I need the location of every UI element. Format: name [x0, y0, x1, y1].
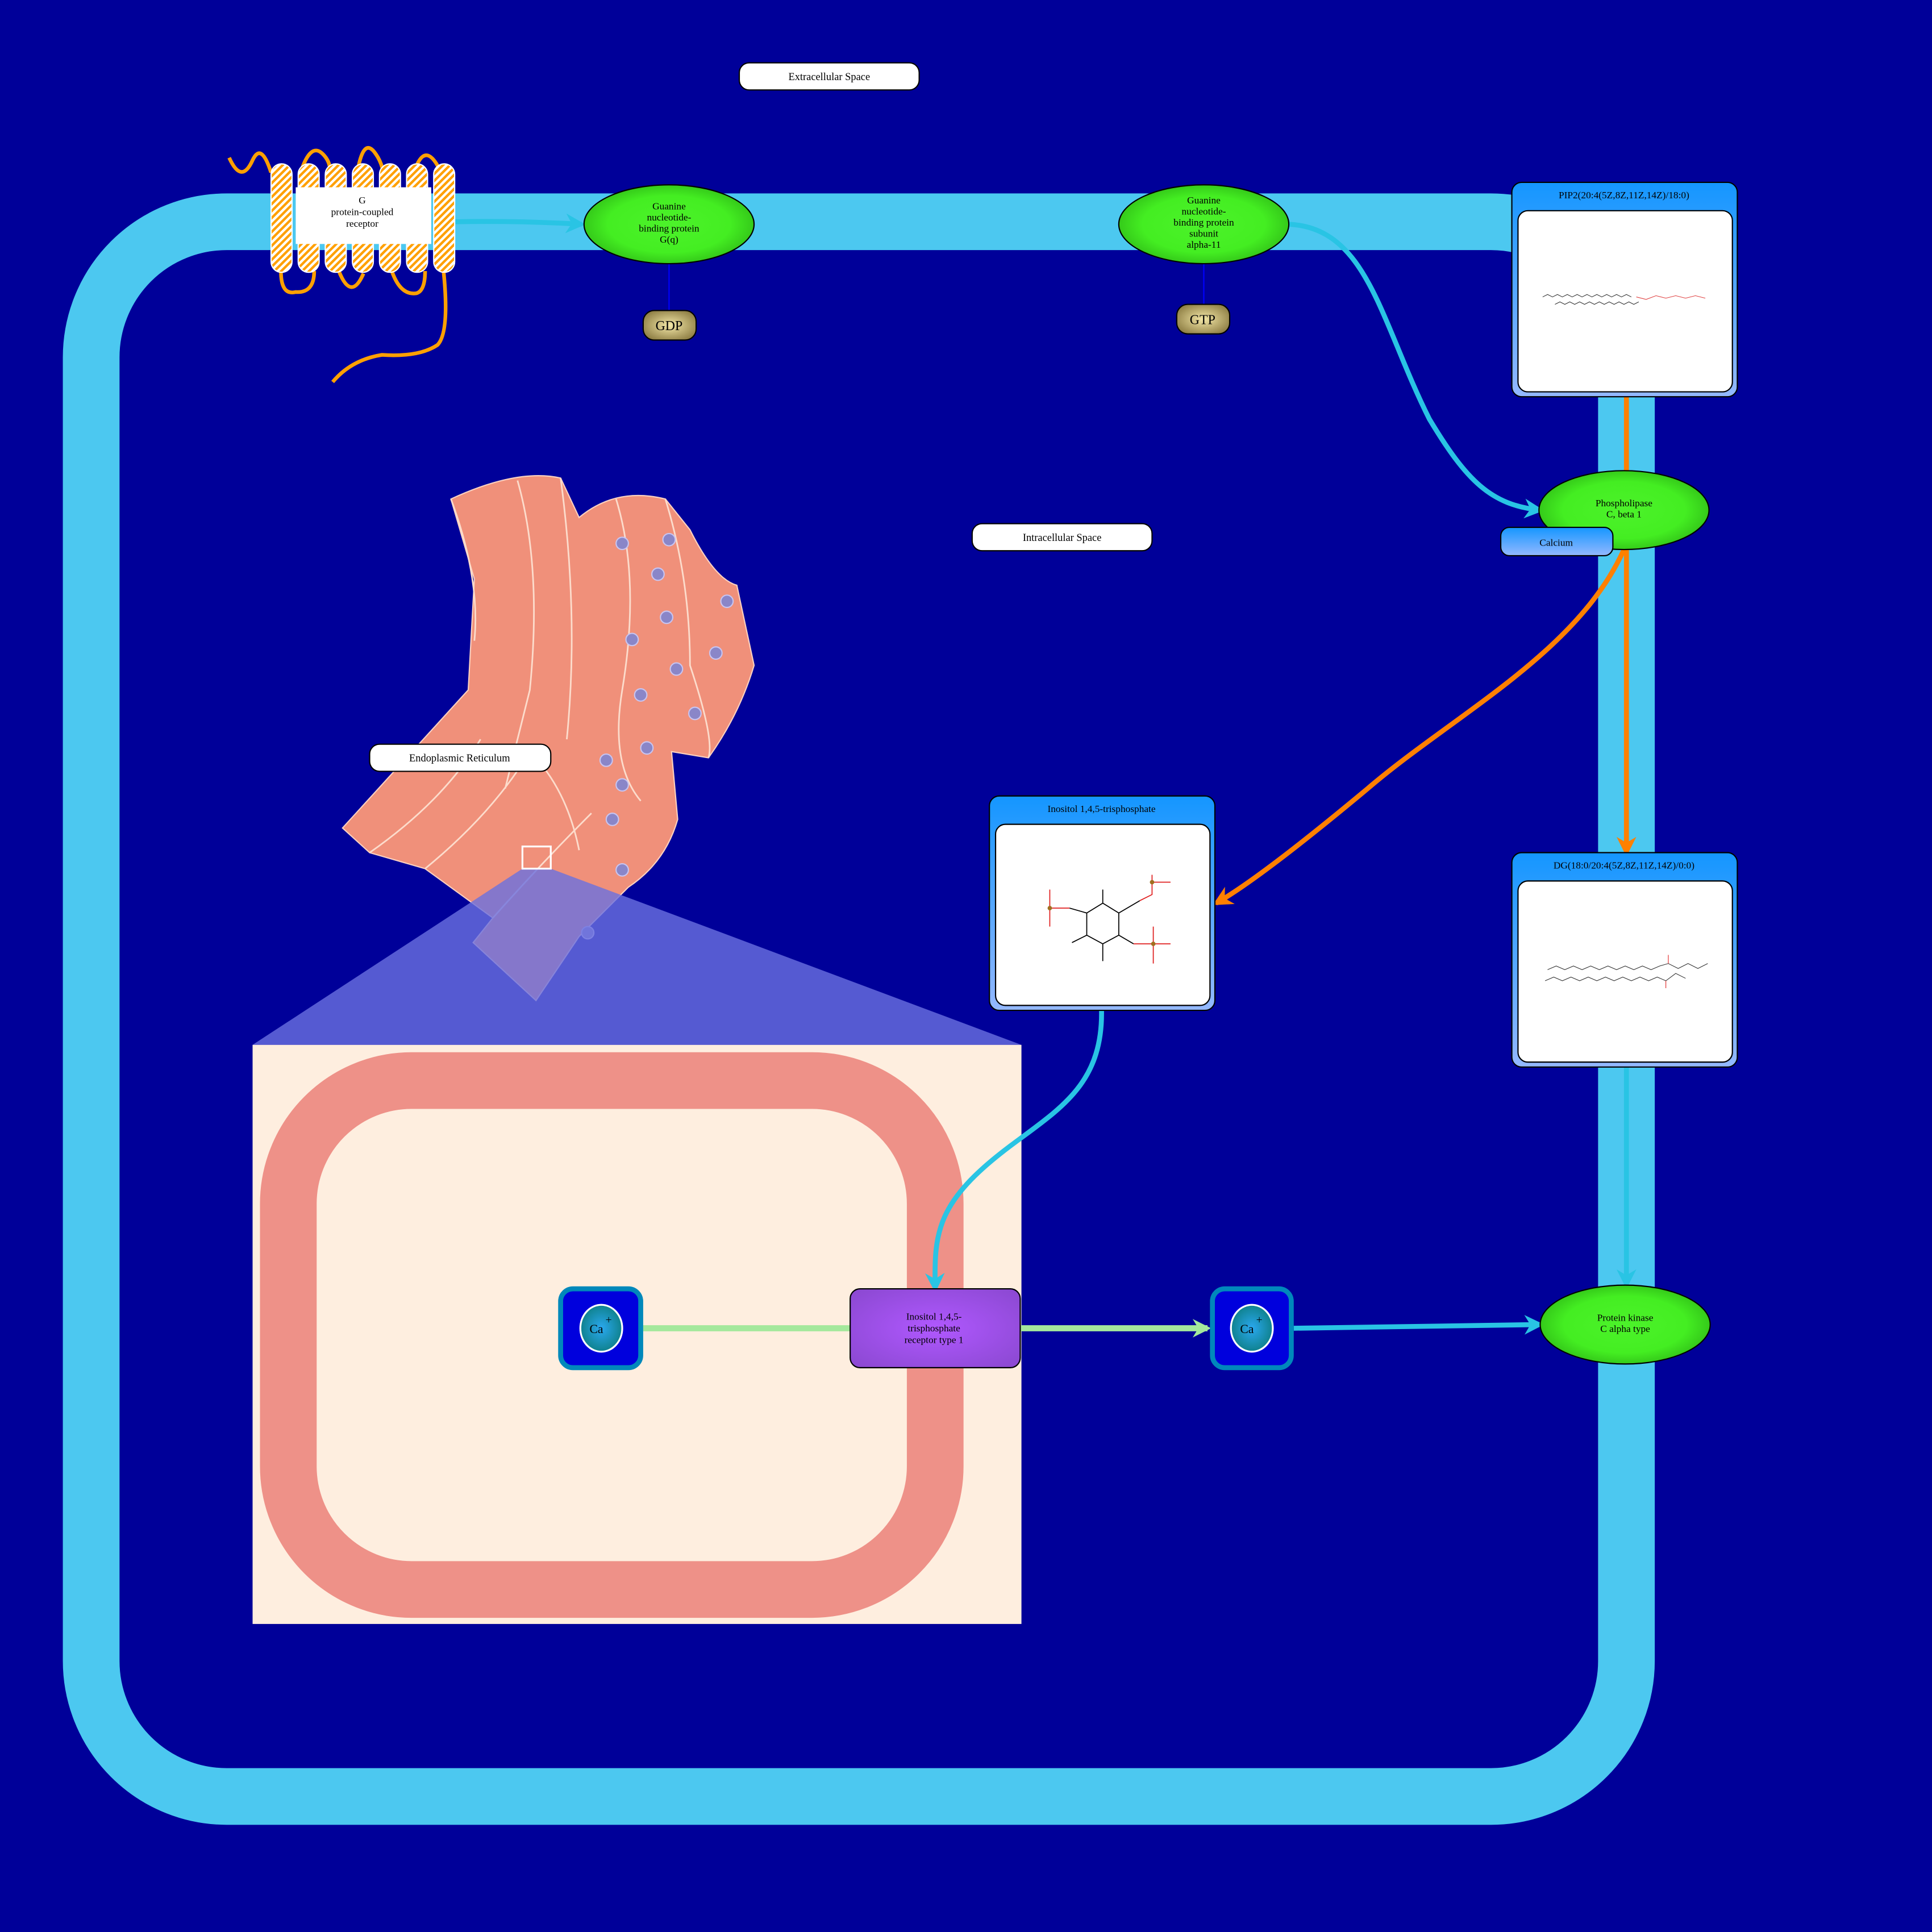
- node-ca-cytosol[interactable]: Ca +: [1210, 1286, 1294, 1371]
- label-er: Endoplasmic Reticulum: [369, 743, 552, 772]
- edge-ip3-ip3r: [925, 1010, 1104, 1293]
- ip3-title: Inositol 1,4,5-trisphosphate: [1047, 803, 1155, 814]
- svg-text:+: +: [606, 1314, 612, 1326]
- label-text: Endoplasmic Reticulum: [409, 752, 510, 764]
- zoom-projection: [252, 868, 1022, 1045]
- node-gtp[interactable]: GTP: [1176, 303, 1231, 335]
- svg-text:Calcium: Calcium: [1539, 538, 1573, 548]
- svg-text:+: +: [1256, 1314, 1263, 1326]
- label-text: Extracellular Space: [788, 71, 870, 82]
- label-extracellular: Extracellular Space: [738, 62, 920, 91]
- pip2-structure: [1542, 294, 1706, 305]
- edge-ca-pkc: [1293, 1315, 1544, 1335]
- edge-plc-ip3: [1213, 548, 1626, 906]
- edge-alpha11-plc: [1288, 222, 1544, 519]
- node-gdp[interactable]: GDP: [642, 310, 697, 341]
- zoom-region-marker: [521, 846, 552, 870]
- node-dg[interactable]: DG(18:0/20:4(5Z,8Z,11Z,14Z)/0:0): [1511, 852, 1738, 1068]
- svg-text:GTP: GTP: [1190, 313, 1215, 327]
- ip3-structure: [1047, 875, 1171, 964]
- pip2-title: PIP2(20:4(5Z,8Z,11Z,14Z)/18:0): [1559, 190, 1689, 201]
- label-text: Intracellular Space: [1023, 532, 1102, 543]
- node-ip3[interactable]: Inositol 1,4,5-trisphosphate: [989, 795, 1216, 1011]
- svg-text:Ca: Ca: [1240, 1322, 1254, 1336]
- er-illustration: [342, 475, 755, 1002]
- svg-text:GDP: GDP: [656, 319, 683, 334]
- dg-title: DG(18:0/20:4(5Z,8Z,11Z,14Z)/0:0): [1554, 860, 1694, 871]
- node-ca-er[interactable]: Ca +: [558, 1286, 643, 1371]
- edge-gpcr-gq: [455, 213, 586, 234]
- node-pip2[interactable]: PIP2(20:4(5Z,8Z,11Z,14Z)/18:0): [1511, 181, 1738, 398]
- label-intracellular: Intracellular Space: [971, 523, 1153, 552]
- svg-text:Ca: Ca: [589, 1322, 603, 1336]
- edges: [455, 213, 1637, 1338]
- dg-structure: [1544, 955, 1708, 989]
- node-calcium[interactable]: Calcium: [1500, 526, 1614, 557]
